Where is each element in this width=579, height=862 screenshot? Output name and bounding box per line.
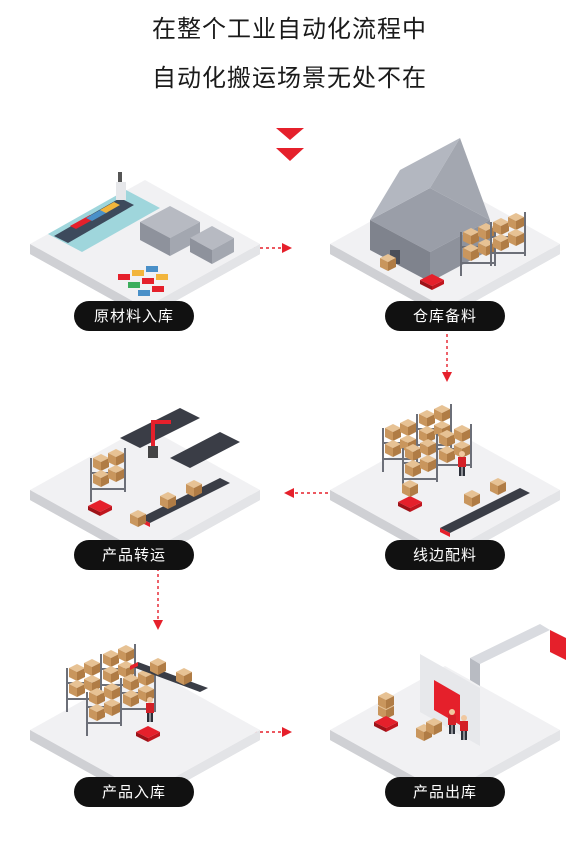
scene-product-storage	[30, 644, 260, 804]
step-label-transfer: 产品转运	[74, 540, 194, 570]
heading-line-2: 自动化搬运场景无处不在	[152, 64, 427, 92]
scene-warehouse-building	[330, 138, 560, 318]
heading-line-1: 在整个工业自动化流程中	[152, 15, 427, 43]
step-label-storage: 产品入库	[74, 777, 194, 807]
scene-product-transfer	[30, 408, 260, 564]
step-label-line-side: 线边配料	[385, 540, 505, 570]
scene-product-outbound	[330, 624, 566, 804]
scene-raw-material-port	[30, 172, 260, 318]
flow-arrowheads	[153, 243, 452, 737]
step-label-raw-material: 原材料入库	[74, 301, 194, 331]
down-chevrons-icon	[276, 128, 304, 161]
step-label-warehouse-prep: 仓库备料	[385, 301, 505, 331]
step-label-outbound: 产品出库	[385, 777, 505, 807]
